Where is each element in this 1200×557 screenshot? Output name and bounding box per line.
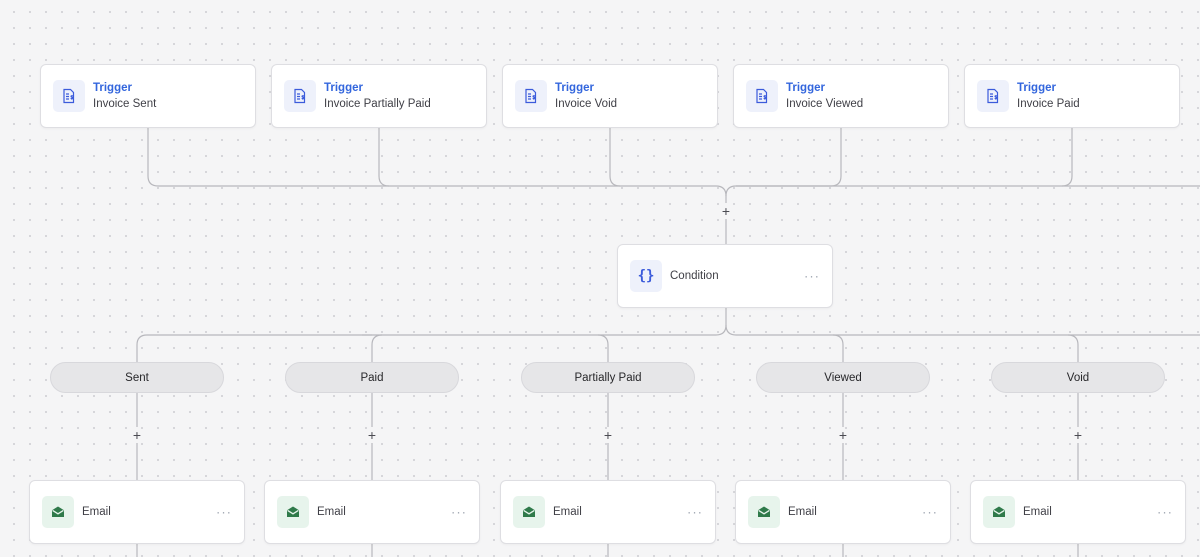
invoice-icon bbox=[746, 80, 778, 112]
trigger-event-label: Invoice Partially Paid bbox=[324, 98, 431, 110]
envelope-icon bbox=[42, 496, 74, 528]
trigger-card-invoice-void[interactable]: Trigger Invoice Void bbox=[502, 64, 718, 128]
trigger-kind-label: Trigger bbox=[555, 82, 594, 94]
email-label: Email bbox=[317, 506, 346, 518]
email-label: Email bbox=[82, 506, 111, 518]
email-label: Email bbox=[553, 506, 582, 518]
trigger-card-invoice-sent[interactable]: Trigger Invoice Sent bbox=[40, 64, 256, 128]
braces-icon: {} bbox=[630, 260, 662, 292]
envelope-icon bbox=[983, 496, 1015, 528]
email-label: Email bbox=[788, 506, 817, 518]
trigger-event-label: Invoice Viewed bbox=[786, 98, 864, 110]
invoice-icon bbox=[53, 80, 85, 112]
branch-pill-void[interactable]: Void bbox=[991, 362, 1165, 393]
email-action-card[interactable]: Email ··· bbox=[500, 480, 716, 544]
email-action-card[interactable]: Email ··· bbox=[264, 480, 480, 544]
more-options-icon[interactable]: ··· bbox=[804, 268, 820, 284]
branch-label: Paid bbox=[360, 371, 384, 384]
trigger-event-label: Invoice Paid bbox=[1017, 98, 1080, 110]
more-options-icon[interactable]: ··· bbox=[216, 504, 232, 520]
add-step-button[interactable]: + bbox=[603, 427, 613, 443]
envelope-icon bbox=[277, 496, 309, 528]
email-action-card[interactable]: Email ··· bbox=[735, 480, 951, 544]
invoice-icon bbox=[515, 80, 547, 112]
add-step-button[interactable]: + bbox=[721, 203, 731, 219]
trigger-kind-label: Trigger bbox=[1017, 82, 1056, 94]
trigger-event-label: Invoice Sent bbox=[93, 98, 157, 110]
envelope-icon bbox=[513, 496, 545, 528]
trigger-card-invoice-partially-paid[interactable]: Trigger Invoice Partially Paid bbox=[271, 64, 487, 128]
more-options-icon[interactable]: ··· bbox=[687, 504, 703, 520]
trigger-card-invoice-paid[interactable]: Trigger Invoice Paid bbox=[964, 64, 1180, 128]
more-options-icon[interactable]: ··· bbox=[1157, 504, 1173, 520]
branch-label: Viewed bbox=[824, 371, 862, 384]
envelope-icon bbox=[748, 496, 780, 528]
add-step-button[interactable]: + bbox=[838, 427, 848, 443]
invoice-icon bbox=[977, 80, 1009, 112]
add-step-button[interactable]: + bbox=[1073, 427, 1083, 443]
trigger-kind-label: Trigger bbox=[324, 82, 363, 94]
branch-pill-paid[interactable]: Paid bbox=[285, 362, 459, 393]
email-action-card[interactable]: Email ··· bbox=[29, 480, 245, 544]
add-step-button[interactable]: + bbox=[367, 427, 377, 443]
condition-card[interactable]: {} Condition ··· bbox=[617, 244, 833, 308]
trigger-card-invoice-viewed[interactable]: Trigger Invoice Viewed bbox=[733, 64, 949, 128]
email-action-card[interactable]: Email ··· bbox=[970, 480, 1186, 544]
trigger-kind-label: Trigger bbox=[786, 82, 825, 94]
invoice-icon bbox=[284, 80, 316, 112]
branch-label: Sent bbox=[125, 371, 149, 384]
more-options-icon[interactable]: ··· bbox=[451, 504, 467, 520]
branch-label: Partially Paid bbox=[574, 371, 642, 384]
condition-label: Condition bbox=[670, 270, 719, 282]
branch-pill-partially-paid[interactable]: Partially Paid bbox=[521, 362, 695, 393]
trigger-kind-label: Trigger bbox=[93, 82, 132, 94]
branch-pill-sent[interactable]: Sent bbox=[50, 362, 224, 393]
more-options-icon[interactable]: ··· bbox=[922, 504, 938, 520]
branch-pill-viewed[interactable]: Viewed bbox=[756, 362, 930, 393]
trigger-event-label: Invoice Void bbox=[555, 98, 618, 110]
email-label: Email bbox=[1023, 506, 1052, 518]
branch-label: Void bbox=[1066, 371, 1090, 384]
braces-icon-glyph: {} bbox=[637, 268, 655, 284]
add-step-button[interactable]: + bbox=[132, 427, 142, 443]
